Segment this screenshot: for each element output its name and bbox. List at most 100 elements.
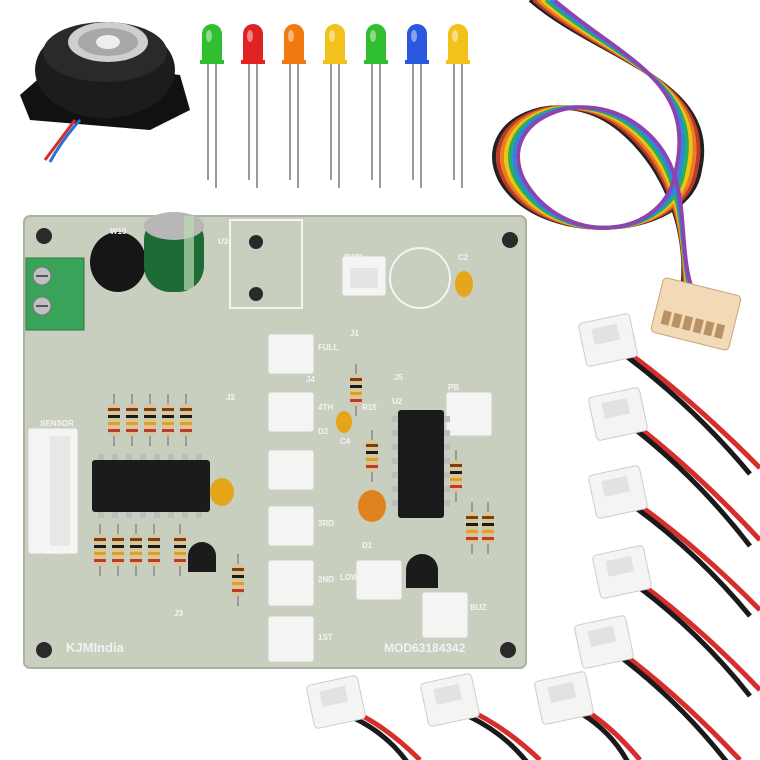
resistor-band [148, 559, 160, 562]
resistor-body [366, 440, 378, 472]
label-j4: J4 [306, 375, 315, 384]
ic-pin [98, 512, 104, 518]
ic-pin [444, 430, 450, 436]
screw-terminal [25, 257, 85, 331]
label-c4: C4 [340, 437, 351, 446]
resistor-band [130, 538, 142, 541]
ic-pin [392, 458, 398, 464]
jst-cable [420, 673, 542, 760]
resistor-body [180, 404, 192, 436]
jst-wire-black [634, 505, 752, 618]
led-flange [364, 60, 388, 64]
silkscreen: SENSOR COM U2 U3 J1 J2 J3 J4 J5 PB C2 C4… [40, 227, 487, 655]
led [200, 24, 224, 188]
led-flange [241, 60, 265, 64]
jst-latch [601, 475, 631, 497]
resistor [94, 524, 106, 576]
resistor-band [450, 471, 462, 474]
label-j3: J3 [174, 609, 183, 618]
resistor-band [466, 530, 478, 533]
resistor-band [466, 516, 478, 519]
resistor-band [108, 422, 120, 425]
resistor-band [112, 559, 124, 562]
resistor-band [366, 458, 378, 461]
resistor-band [162, 429, 174, 432]
label-third: 3RD [318, 519, 334, 528]
resistor-band [466, 537, 478, 540]
resistor-band [144, 429, 156, 432]
small-capacitors [210, 271, 473, 522]
ic-pin [154, 454, 160, 460]
resistor-band [148, 538, 160, 541]
ic-pin [126, 512, 132, 518]
ic-pin [444, 444, 450, 450]
jst-wire-red [616, 647, 742, 760]
jst-wire-black [638, 586, 752, 698]
led-dome [284, 24, 304, 44]
jst-cable [588, 465, 760, 618]
resistor-band [94, 552, 106, 555]
resistor [108, 394, 120, 446]
resistor [126, 394, 138, 446]
ic-pins [98, 416, 450, 518]
led-flange [200, 60, 224, 64]
ic-pin [182, 512, 188, 518]
resistor-band [174, 538, 186, 541]
ic-pin [112, 454, 118, 460]
resistor-band [232, 568, 244, 571]
resistor-band [108, 429, 120, 432]
resistor-band [350, 378, 362, 381]
led-highlight [411, 30, 417, 42]
pb-connector [445, 391, 493, 437]
resistor [366, 430, 378, 482]
led-highlight [206, 30, 212, 42]
resistor-band [126, 422, 138, 425]
ic-pin [392, 444, 398, 450]
ic-pin [392, 416, 398, 422]
resistor [350, 364, 362, 416]
resistor-band [232, 575, 244, 578]
electrolytic-capacitor [144, 212, 204, 292]
resistor-band [144, 408, 156, 411]
resistor [174, 524, 186, 576]
led [323, 24, 347, 188]
resistor-band [112, 552, 124, 555]
jst-cables [306, 313, 760, 760]
resistor-body [108, 404, 120, 436]
resistor-band [180, 408, 192, 411]
resistor-band [144, 422, 156, 425]
resistor-band [232, 589, 244, 592]
ic-pin [140, 454, 146, 460]
resistor-body [94, 534, 106, 566]
led [364, 24, 388, 188]
led-dome [366, 24, 386, 44]
resistor-band [350, 399, 362, 402]
ic-pin [444, 472, 450, 478]
resistor-band [482, 523, 494, 526]
resistor-band [94, 559, 106, 562]
label-c2: C2 [458, 253, 469, 262]
jst-wire-red [630, 420, 760, 542]
jst-wire-black [624, 354, 752, 476]
ribbon-wire [496, 0, 701, 303]
label-pb: PB [448, 383, 459, 392]
ic-pin [154, 512, 160, 518]
resistor-band [350, 385, 362, 388]
resistor-band [174, 559, 186, 562]
led-flange [405, 60, 429, 64]
sensor-connector [27, 427, 79, 555]
led-highlight [247, 30, 253, 42]
resistor-band [174, 552, 186, 555]
label-first: 1ST [318, 633, 333, 642]
resistor-band [450, 478, 462, 481]
resistor-body [148, 534, 160, 566]
resistor-band [130, 552, 142, 555]
jst-wire-black [620, 656, 729, 760]
ic-pin [196, 454, 202, 460]
led-dome [243, 24, 263, 44]
jst-wire-red [630, 497, 760, 612]
led-dome [202, 24, 222, 44]
resistor-band [232, 582, 244, 585]
jst-wire-black [466, 713, 529, 760]
